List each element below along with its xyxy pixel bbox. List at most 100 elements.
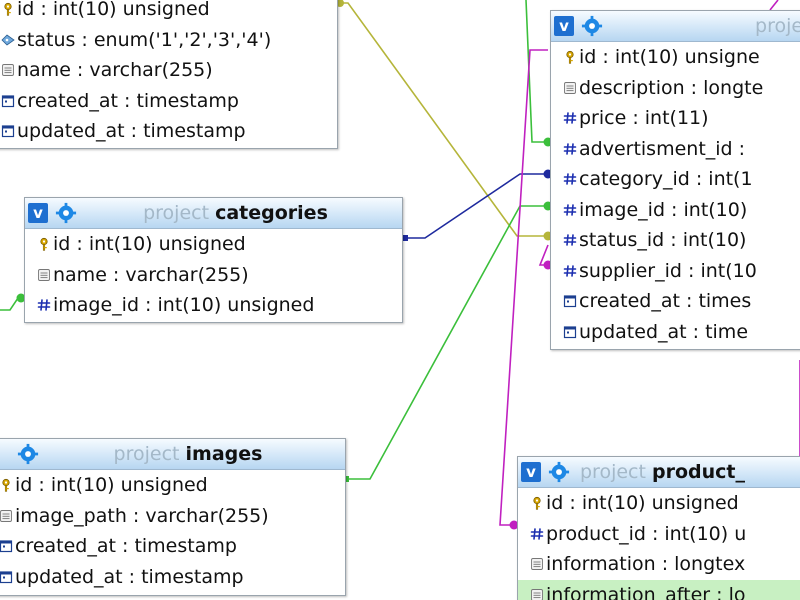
column-row[interactable]: category_id : int(1 bbox=[551, 164, 800, 195]
table-name: images bbox=[185, 443, 263, 465]
table-header[interactable]: v project bbox=[551, 11, 800, 42]
column-label: id : int(10) unsigned bbox=[15, 474, 208, 496]
database-name: project bbox=[755, 15, 800, 37]
column-row[interactable]: updated_at : timestamp bbox=[0, 116, 337, 147]
table-product-info[interactable]: v project product_ id : int(10) unsigned… bbox=[517, 456, 800, 600]
table-title: project images bbox=[39, 443, 345, 465]
database-name: project bbox=[580, 461, 646, 483]
column-label: advertisment_id : bbox=[579, 137, 746, 160]
database-name: project bbox=[113, 443, 180, 465]
relation-endpoint bbox=[402, 235, 408, 241]
relation-line-product bbox=[499, 49, 548, 526]
table-title: project product_ bbox=[570, 461, 800, 483]
column-label: id : int(10) unsigned bbox=[17, 0, 210, 20]
column-row[interactable]: image_id : int(10) bbox=[551, 195, 800, 226]
relation-endpoint bbox=[16, 293, 26, 303]
table-top-left[interactable]: id : int(10) unsigned status : enum('1','… bbox=[0, 0, 338, 149]
column-row[interactable]: id : int(10) unsigned bbox=[0, 0, 337, 25]
timestamp-icon bbox=[563, 326, 577, 338]
column-label: created_at : timestamp bbox=[15, 535, 237, 557]
timestamp-icon bbox=[1, 125, 15, 138]
gear-icon[interactable] bbox=[55, 202, 77, 224]
text-icon bbox=[531, 588, 543, 600]
collapse-toggle-button[interactable]: v bbox=[521, 462, 541, 482]
gear-icon[interactable] bbox=[17, 443, 39, 465]
column-row[interactable]: id : int(10) unsigned bbox=[25, 229, 402, 260]
column-row[interactable]: status : enum('1','2','3','4') bbox=[0, 25, 337, 56]
column-row[interactable]: information : longtex bbox=[518, 549, 800, 580]
enum-icon bbox=[1, 34, 15, 46]
column-label: information : longtex bbox=[546, 553, 746, 575]
number-icon bbox=[563, 203, 577, 216]
number-icon bbox=[530, 527, 544, 540]
column-label: supplier_id : int(10 bbox=[579, 259, 757, 282]
column-label: name : varchar(255) bbox=[17, 59, 213, 81]
table-categories[interactable]: v project categories id : int(10) unsign… bbox=[24, 197, 403, 323]
table-title: project bbox=[603, 15, 800, 37]
column-label: image_id : int(10) bbox=[579, 198, 748, 221]
column-label: price : int(11) bbox=[579, 107, 709, 129]
relation-line-magenta-top bbox=[769, 0, 779, 11]
column-row[interactable]: id : int(10) unsigne bbox=[551, 42, 800, 73]
column-row[interactable]: name : varchar(255) bbox=[25, 260, 402, 291]
column-row[interactable]: status_id : int(10) bbox=[551, 225, 800, 256]
column-row[interactable]: price : int(11) bbox=[551, 103, 800, 134]
table-images[interactable]: v project images id : int(10) unsigned im… bbox=[0, 438, 346, 596]
column-label: name : varchar(255) bbox=[53, 263, 249, 286]
column-row[interactable]: name : varchar(255) bbox=[0, 55, 337, 86]
key-icon bbox=[2, 479, 10, 492]
relation-endpoint bbox=[343, 476, 349, 482]
column-row[interactable]: advertisment_id : bbox=[551, 134, 800, 165]
column-row[interactable]: information_after : lo bbox=[518, 579, 800, 600]
gear-icon[interactable] bbox=[581, 15, 603, 37]
text-icon bbox=[38, 268, 50, 281]
collapse-toggle-button[interactable]: v bbox=[28, 203, 48, 223]
column-row[interactable]: id : int(10) unsigned bbox=[518, 488, 800, 519]
number-icon bbox=[563, 234, 577, 247]
text-icon bbox=[2, 64, 14, 77]
column-label: category_id : int(1 bbox=[579, 168, 753, 190]
text-icon bbox=[564, 81, 576, 94]
table-products[interactable]: v project id : int(10) unsigne descriptio… bbox=[550, 10, 800, 350]
table-header[interactable]: v project categories bbox=[25, 198, 402, 229]
relation-line-green-top bbox=[525, 0, 548, 143]
column-row[interactable]: created_at : timestamp bbox=[0, 86, 337, 117]
table-header[interactable]: v project images bbox=[0, 439, 345, 470]
number-icon bbox=[563, 173, 577, 186]
key-icon bbox=[566, 51, 574, 64]
number-icon bbox=[563, 112, 577, 125]
relation-line-image bbox=[346, 205, 548, 480]
column-label: id : int(10) unsigned bbox=[546, 492, 739, 514]
column-row[interactable]: product_id : int(10) u bbox=[518, 519, 800, 550]
database-name: project bbox=[143, 202, 210, 224]
table-header[interactable]: v project product_ bbox=[518, 457, 800, 488]
column-row[interactable]: description : longte bbox=[551, 73, 800, 104]
timestamp-icon bbox=[563, 295, 577, 308]
column-label: updated_at : timestamp bbox=[15, 565, 244, 588]
relation-endpoint bbox=[336, 0, 344, 7]
column-label: created_at : times bbox=[579, 290, 752, 312]
column-label: updated_at : timestamp bbox=[17, 120, 246, 142]
column-row[interactable]: created_at : times bbox=[551, 286, 800, 317]
column-row[interactable]: updated_at : time bbox=[551, 317, 800, 348]
column-label: image_id : int(10) unsigned bbox=[53, 294, 315, 316]
timestamp-icon bbox=[0, 571, 13, 583]
column-row[interactable]: image_id : int(10) unsigned bbox=[25, 290, 402, 321]
number-icon bbox=[563, 142, 577, 155]
column-label: description : longte bbox=[579, 76, 764, 99]
column-row[interactable]: created_at : timestamp bbox=[0, 531, 345, 562]
timestamp-icon bbox=[1, 95, 15, 107]
column-row[interactable]: image_path : varchar(255) bbox=[0, 501, 345, 532]
relation-endpoint bbox=[509, 520, 519, 530]
column-row[interactable]: id : int(10) unsigned bbox=[0, 470, 345, 501]
gear-icon[interactable] bbox=[548, 461, 570, 483]
key-icon bbox=[533, 497, 541, 510]
column-row[interactable]: supplier_id : int(10 bbox=[551, 256, 800, 287]
column-row[interactable]: updated_at : timestamp bbox=[0, 562, 345, 593]
column-label: updated_at : time bbox=[579, 320, 749, 343]
key-icon bbox=[40, 238, 48, 251]
collapse-toggle-button[interactable]: v bbox=[554, 16, 574, 36]
column-label: status_id : int(10) bbox=[579, 229, 747, 251]
